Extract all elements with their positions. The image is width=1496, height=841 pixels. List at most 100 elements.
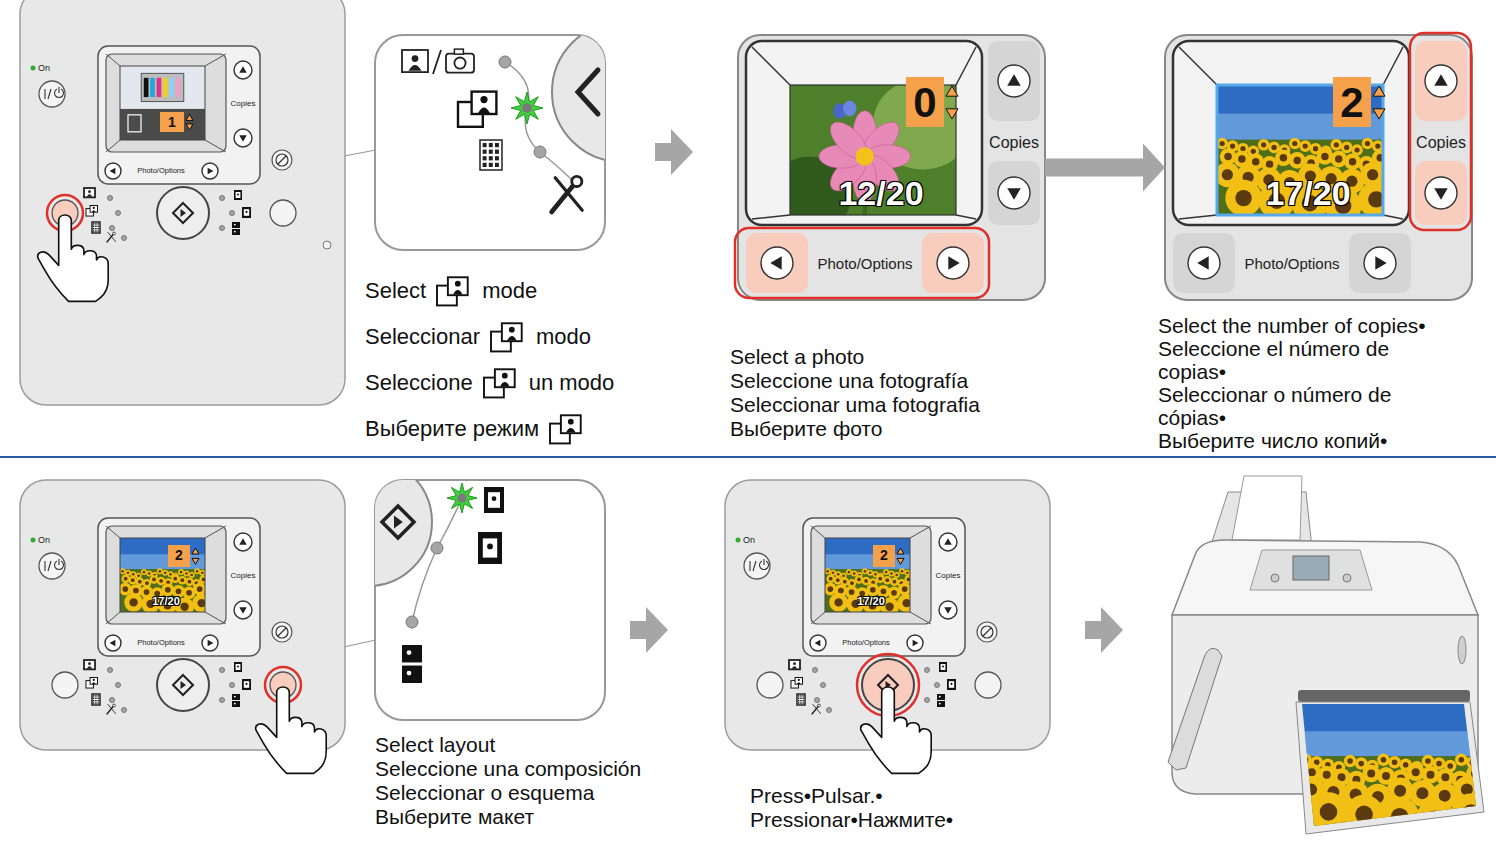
panel-body [20, 480, 345, 750]
arrow-glyph [1373, 86, 1385, 96]
sunflower-center [891, 590, 897, 596]
keypad-key [798, 700, 799, 702]
caption-text: Select [365, 268, 426, 314]
led-star [447, 483, 477, 513]
printer-top [1172, 540, 1478, 615]
caption-line: Выберите фото [730, 417, 980, 441]
sunflower-center [143, 571, 146, 574]
lcd-screen-frame [120, 538, 205, 612]
sunflower-center [864, 570, 867, 573]
arrow-glyph [110, 640, 116, 647]
led [220, 196, 225, 201]
sunflower [185, 577, 194, 586]
sunflower-center [864, 579, 868, 583]
portrait-head [412, 55, 419, 62]
keypad-key [95, 226, 96, 228]
sunflower [1466, 756, 1478, 768]
arrow-glyph [1375, 256, 1386, 269]
arrow-glyph [1197, 256, 1208, 269]
flower-center [856, 147, 874, 165]
sunflower-center [1308, 768, 1316, 776]
layout-portrait [939, 703, 941, 705]
arrow-glyph [815, 640, 821, 647]
sunflower-center [1355, 806, 1373, 824]
sunflower-center [159, 579, 163, 583]
sunflower [898, 583, 910, 596]
round-button [202, 635, 218, 651]
sunflower-center [837, 573, 840, 576]
layout-icon [402, 666, 422, 683]
layout-icon [234, 190, 242, 200]
keypad-key [800, 698, 801, 700]
lcd-screen-frame [825, 538, 910, 612]
start-symbol [382, 506, 414, 538]
stop-button [272, 150, 292, 170]
portrait-head [568, 419, 574, 425]
photo-front [502, 323, 522, 341]
sunflower [894, 572, 900, 578]
control-panel-art [725, 480, 1050, 773]
arrow-glyph [208, 168, 214, 175]
start-button [157, 187, 209, 239]
keypad-key [97, 695, 98, 697]
sunflower-center [1470, 759, 1476, 765]
mode-icon [549, 413, 585, 445]
round-button [1425, 177, 1457, 209]
sunflower-center [869, 571, 872, 574]
sunflower-center [1358, 761, 1364, 767]
keypad-key [489, 150, 493, 154]
portrait-head [88, 190, 91, 193]
flower-photo [790, 85, 956, 215]
sunflower [194, 568, 200, 574]
sunflower-center [1403, 762, 1409, 768]
keypad-key [97, 230, 98, 232]
sunflower [890, 577, 899, 586]
back-chevron [578, 70, 598, 114]
sunflower-center [1459, 757, 1465, 763]
screen-band [120, 109, 205, 140]
arrow-glyph [944, 607, 952, 613]
caption-line: Pressionar•Нажмите• [750, 808, 953, 832]
start-symbol [173, 203, 193, 223]
screwdriver [108, 233, 116, 242]
sunflower-center [1266, 161, 1273, 168]
control-panel: On217/20CopiesPhoto/Options [20, 480, 345, 750]
zoom-callout [304, 458, 605, 720]
sunflower-center [893, 580, 897, 584]
butterfly-wing [843, 101, 856, 117]
sunflower-center [127, 571, 130, 574]
sunflower-center [1381, 757, 1387, 763]
panel-label: 17/20 [857, 596, 885, 607]
lcd-bezel [106, 54, 226, 152]
instruction-caption: Select layoutSeleccione una composiciónS… [375, 733, 641, 829]
step-arrow [655, 129, 693, 175]
sunflower [904, 570, 910, 576]
portrait-body [792, 666, 798, 668]
layout-portrait [234, 703, 236, 705]
lcd-housing [98, 46, 260, 184]
side-button [270, 200, 296, 226]
caption-text: Seleccionar o número de cópias• [1158, 383, 1458, 429]
screen-top [120, 66, 205, 109]
sunflower-center [1240, 146, 1245, 151]
sunflower [120, 568, 126, 574]
sunflower-center [1391, 808, 1409, 826]
sunflower-photo [825, 538, 910, 612]
caption-line: Select layout [375, 733, 641, 757]
row-separator [0, 456, 1496, 458]
layout-portrait [487, 544, 493, 550]
portrait-body [566, 428, 576, 432]
caption-line: Выберите число копий• [1158, 429, 1458, 452]
panel-label: Photo/Options [1244, 256, 1339, 271]
sunflower-center [1426, 811, 1444, 828]
round-button [939, 533, 957, 551]
caption-text: Seleccione el número de copias• [1158, 337, 1458, 383]
sunflower-photo [120, 538, 205, 612]
arrow-glyph [110, 168, 116, 175]
sunflower-center [1293, 157, 1300, 164]
round-button [907, 635, 923, 651]
sunflower-center [1441, 773, 1449, 781]
led [499, 56, 511, 68]
keypad-key [93, 230, 94, 232]
